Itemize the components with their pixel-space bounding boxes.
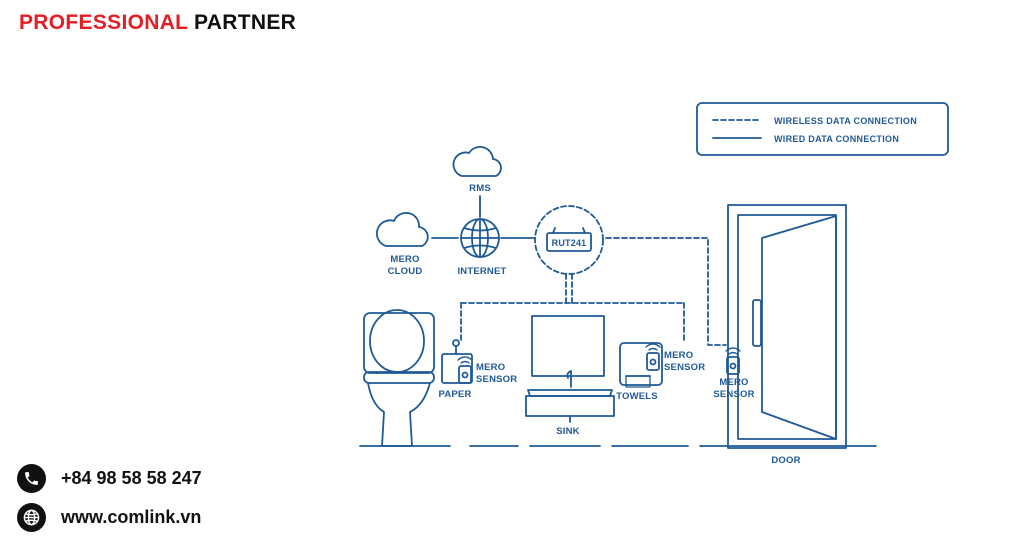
paper-label: PAPER — [438, 389, 471, 400]
brand-word-professional: PROFESSIONAL — [19, 11, 188, 34]
towel-sensor-icon — [645, 343, 661, 371]
towels-label: TOWELS — [616, 391, 658, 402]
internet-label: INTERNET — [457, 266, 506, 277]
legend-box — [696, 102, 949, 156]
door-label: DOOR — [771, 455, 800, 466]
door-sensor-label-line2: SENSOR — [713, 389, 754, 400]
router-wireless-zone — [534, 205, 604, 275]
legend-wireless-label: WIRELESS DATA CONNECTION — [774, 116, 917, 126]
sink-icon — [525, 370, 615, 423]
phone-icon — [17, 464, 46, 493]
rms-label: RMS — [469, 183, 491, 194]
toilet-icon — [363, 309, 435, 447]
paper-sensor-icon — [457, 356, 473, 384]
door-sensor-label-line1: MERO — [719, 377, 748, 388]
brand-title: PROFESSIONAL PARTNER — [19, 11, 296, 35]
phone-row: +84 98 58 58 247 — [17, 464, 202, 493]
router-icon — [546, 232, 592, 252]
mero-cloud-icon — [376, 212, 429, 247]
wireless-links — [460, 237, 727, 346]
router-label: RUT241 — [552, 238, 587, 248]
globe-icon — [460, 218, 500, 258]
towel-dispenser-icon — [619, 342, 663, 388]
mirror-icon — [531, 315, 605, 377]
mero-cloud-label-line2: CLOUD — [388, 266, 423, 277]
legend-wired-label: WIRED DATA CONNECTION — [774, 134, 899, 144]
paper-sensor-label-line2: SENSOR — [476, 374, 517, 385]
website-row: www.comlink.vn — [17, 503, 201, 532]
sink-label: SINK — [556, 426, 580, 437]
towel-sensor-label-line1: MERO — [664, 350, 693, 361]
towel-sensor-label-line2: SENSOR — [664, 362, 705, 373]
paper-sensor-label-line1: MERO — [476, 362, 505, 373]
paper-dispenser-icon — [441, 339, 473, 384]
mero-cloud-label-line1: MERO — [390, 254, 419, 265]
rms-cloud-icon — [452, 146, 502, 177]
phone-number[interactable]: +84 98 58 58 247 — [61, 468, 202, 488]
website-link[interactable]: www.comlink.vn — [61, 507, 202, 527]
brand-word-partner: PARTNER — [194, 11, 297, 34]
globe-icon — [17, 503, 46, 532]
door-icon — [727, 204, 847, 449]
